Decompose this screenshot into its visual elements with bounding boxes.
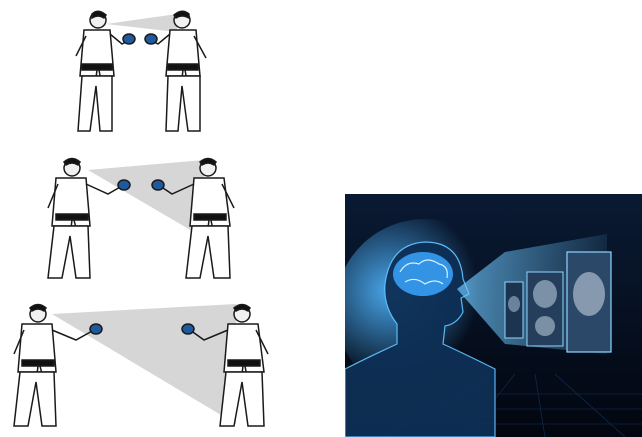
gaze-cone [88, 160, 204, 238]
karate-medium-distance-panel [36, 152, 252, 286]
karate-far-distance-panel [4, 300, 280, 434]
gaze-cone [52, 304, 236, 424]
karate-figure-left [76, 11, 135, 131]
karate-close-distance-panel [62, 6, 222, 138]
human-head-silhouette [345, 219, 515, 437]
brain-hologram-icon [393, 252, 453, 296]
gaze-cone [106, 14, 177, 32]
brain-vision-image [345, 194, 642, 437]
